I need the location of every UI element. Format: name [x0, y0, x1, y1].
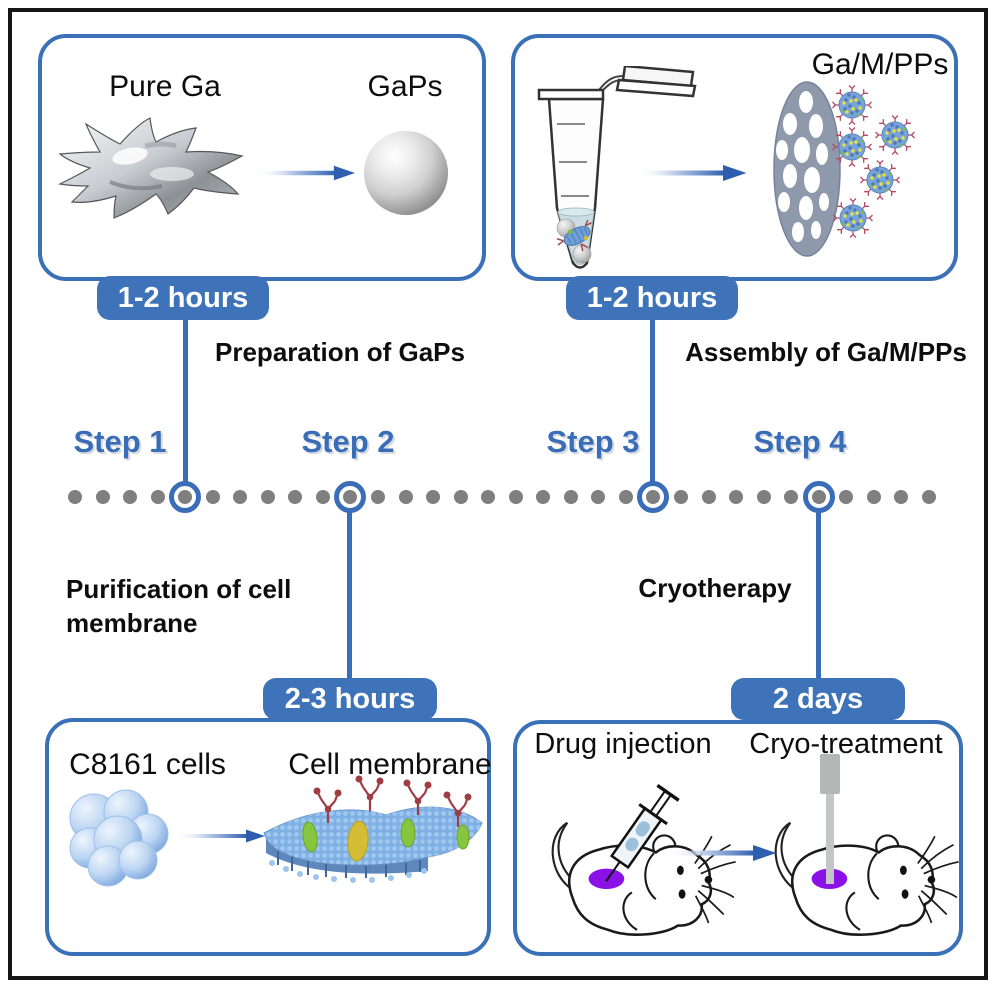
timeline-dot	[921, 490, 936, 504]
cryoprobe-icon	[820, 754, 840, 884]
nanoparticle-cluster	[831, 84, 916, 239]
timeline-dot	[315, 490, 330, 504]
arrow-right-icon	[635, 165, 747, 181]
timeline-dot	[233, 490, 248, 504]
cryo-treatment-label: Cryo-treatment	[749, 728, 943, 760]
nanoparticle-icon	[832, 197, 874, 239]
cell-membrane-icon	[263, 775, 483, 883]
connector-step2	[347, 511, 352, 679]
step-marker-circle	[637, 481, 669, 513]
timeline-dot	[426, 490, 441, 504]
arrow-right-icon	[665, 845, 777, 861]
step-marker-circle	[803, 481, 835, 513]
liquid-gallium-icon	[58, 117, 244, 219]
timeline-dot	[894, 490, 909, 504]
timeline-dot	[123, 490, 138, 504]
outer-frame	[8, 8, 988, 980]
step-1-label: Step 1	[73, 424, 167, 459]
gamp-label: Ga/M/PPs	[811, 48, 949, 81]
timeline-dot	[453, 490, 468, 504]
timeline-dot	[205, 490, 220, 504]
step-2-label: Step 2	[301, 424, 395, 459]
step-4-label: Step 4	[753, 424, 847, 459]
nanoparticle-icon	[831, 84, 873, 126]
duration-badge-assembly: 1-2 hours	[566, 276, 738, 320]
mouse-icon	[551, 821, 736, 936]
timeline-dot	[68, 490, 82, 504]
nanoparticle-icon	[831, 126, 873, 168]
gaps-label: GaPs	[367, 70, 443, 103]
cell-membrane-label: Cell membrane	[288, 748, 492, 781]
duration-badge-cryotherapy: 2 days	[731, 678, 905, 720]
membrane-disc-icon	[773, 81, 841, 257]
microcentrifuge-tube-icon	[537, 66, 697, 269]
timeline-dot	[591, 490, 606, 504]
caption-assembly: Assembly of Ga/M/PPs	[685, 337, 967, 367]
nanoparticle-icon	[874, 114, 916, 156]
timeline-dot	[756, 490, 771, 504]
timeline-dot	[674, 490, 689, 504]
timeline-dot	[866, 490, 881, 504]
gallium-sphere-icon	[364, 131, 448, 215]
timeline-dot	[701, 490, 716, 504]
connector-step3	[650, 318, 655, 482]
timeline-dot	[371, 490, 386, 504]
timeline-dot	[260, 490, 275, 504]
drug-injection-label: Drug injection	[534, 728, 712, 760]
caption-purification: Purification of cell membrane	[66, 574, 292, 638]
step-marker-circle	[169, 481, 201, 513]
timeline-dots	[68, 490, 936, 504]
connector-step4	[816, 511, 821, 679]
connector-step1	[183, 318, 188, 482]
timeline-dot	[618, 490, 633, 504]
timeline-dot	[508, 490, 523, 504]
duration-badge-preparation: 1-2 hours	[97, 276, 269, 320]
step-marker-circle	[334, 481, 366, 513]
caption-preparation: Preparation of GaPs	[215, 337, 465, 367]
step-3-label: Step 3	[546, 424, 640, 459]
cell-cluster-icon	[69, 789, 169, 887]
arrow-right-icon	[255, 165, 355, 181]
syringe-icon	[605, 783, 680, 882]
timeline-dot	[288, 490, 303, 504]
arrow-right-icon	[175, 829, 265, 843]
timeline-dot	[95, 490, 110, 504]
duration-badge-purification: 2-3 hours	[263, 678, 437, 720]
timeline-dot	[729, 490, 744, 504]
c8161-cells-label: C8161 cells	[69, 748, 226, 781]
timeline-dot	[150, 490, 165, 504]
caption-cryotherapy: Cryotherapy	[638, 573, 792, 603]
mouse-icon	[774, 821, 959, 936]
timeline-dot	[839, 490, 854, 504]
timeline-dot	[784, 490, 799, 504]
timeline-dot	[481, 490, 496, 504]
timeline-dot	[563, 490, 578, 504]
timeline-dot	[398, 490, 413, 504]
pure-ga-label: Pure Ga	[109, 70, 221, 103]
timeline-dot	[536, 490, 551, 504]
nanoparticle-icon	[859, 159, 901, 201]
